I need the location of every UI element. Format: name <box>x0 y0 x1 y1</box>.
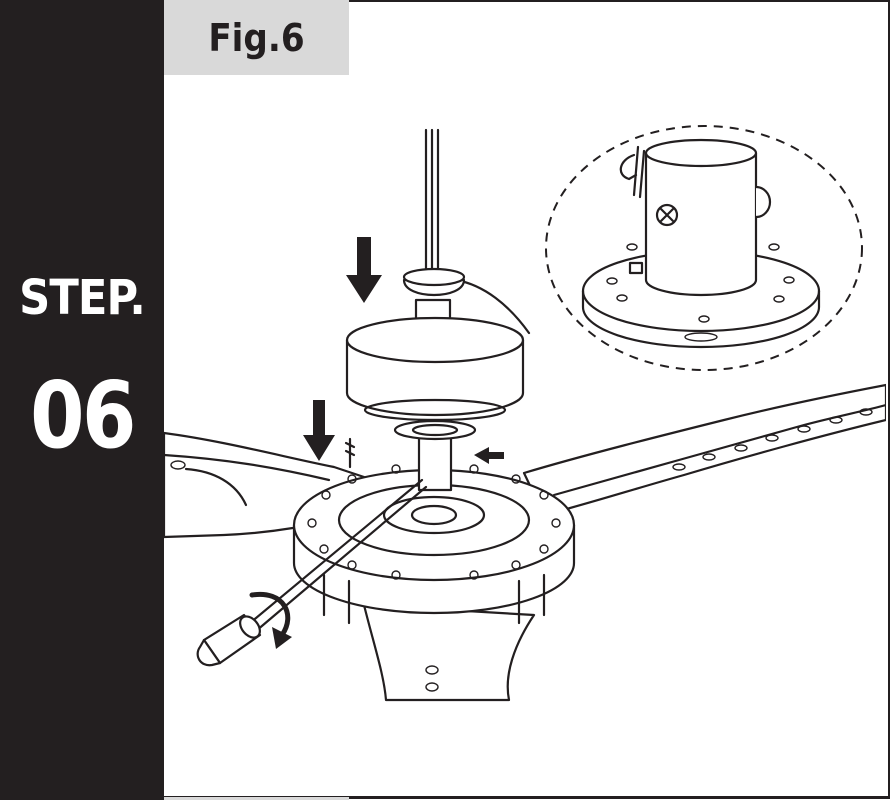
step-label: STEP. <box>19 270 146 326</box>
fan-assembly-illustration <box>164 125 886 702</box>
figure-tab: Fig.6 <box>164 0 349 75</box>
frame-top-border <box>349 0 888 2</box>
down-arrow-icon <box>303 400 335 461</box>
step-number: 06 <box>30 362 136 469</box>
step-sidebar: STEP. 06 <box>0 0 164 800</box>
bottom-tab-strip <box>164 797 349 800</box>
fan-hub <box>292 464 576 625</box>
downrod-assembly <box>344 128 531 492</box>
down-arrow-icon <box>346 237 382 303</box>
left-arrow-icon <box>474 447 504 464</box>
figure-label: Fig.6 <box>208 16 305 60</box>
detail-callout <box>545 125 863 371</box>
rotation-arrow-icon <box>249 591 292 649</box>
